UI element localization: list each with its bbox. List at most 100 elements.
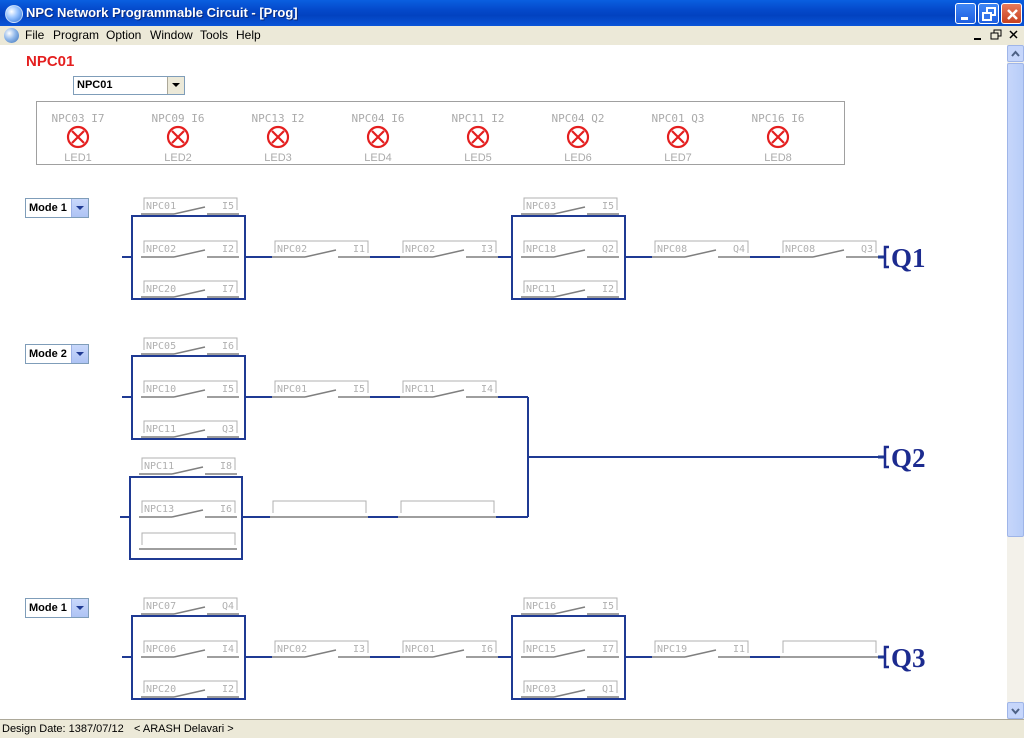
contact-npc: NPC02	[277, 244, 307, 255]
contact-frame	[143, 420, 238, 433]
empty-contact-slot[interactable]	[139, 532, 237, 550]
contact-blade	[173, 346, 206, 355]
rung2-mode-button[interactable]	[71, 345, 88, 363]
title-bar[interactable]: NPC Network Programmable Circuit - [Prog…	[0, 0, 1024, 26]
empty-contact-slot[interactable]	[270, 500, 368, 518]
coil-output[interactable]: Q1	[891, 243, 926, 273]
minimize-button[interactable]	[955, 3, 976, 24]
contact-blade	[684, 249, 717, 258]
coil-bracket	[883, 645, 889, 669]
led-off-icon	[266, 125, 290, 149]
document-icon[interactable]	[4, 28, 19, 43]
contact-blade	[553, 649, 586, 658]
contact-frame	[143, 197, 238, 210]
menu-program[interactable]: Program	[53, 28, 100, 42]
led-off-icon	[466, 125, 490, 149]
node-select-button[interactable]	[167, 77, 184, 94]
close-button[interactable]	[1001, 3, 1022, 24]
chevron-down-icon	[1011, 708, 1020, 715]
author-label: < ARASH Delavari >	[134, 723, 234, 735]
rung2-mode-select[interactable]: Mode 2	[25, 344, 89, 364]
contact-npc: NPC02	[405, 244, 435, 255]
child-minimize-icon[interactable]	[970, 27, 986, 43]
contact-blade	[173, 689, 206, 698]
contact-npc: NPC13	[144, 504, 174, 515]
contact-frame	[143, 597, 238, 610]
contact-frame	[782, 240, 877, 253]
contact-frame	[523, 640, 618, 653]
contact-blade	[173, 649, 206, 658]
child-close-icon[interactable]	[1006, 27, 1022, 43]
contact-frame	[143, 280, 238, 293]
child-restore-icon[interactable]	[988, 27, 1004, 43]
contact-blade	[173, 606, 206, 615]
contact-frame	[141, 532, 236, 545]
contact-io: I2	[222, 244, 234, 255]
scroll-down-button[interactable]	[1007, 702, 1024, 719]
vertical-scrollbar[interactable]	[1007, 45, 1024, 719]
contact-frame	[143, 640, 238, 653]
contact-npc: NPC20	[146, 684, 176, 695]
menu-tools[interactable]: Tools	[200, 28, 229, 42]
contact-npc: NPC01	[146, 201, 176, 212]
scroll-up-button[interactable]	[1007, 45, 1024, 62]
rung3-mode-select[interactable]: Mode 1	[25, 598, 89, 618]
rung1-mode-select[interactable]: Mode 1	[25, 198, 89, 218]
coil-output[interactable]: Q3	[891, 643, 926, 673]
coil-bracket	[883, 245, 889, 269]
contact-blade	[173, 206, 206, 215]
empty-contact-slot[interactable]	[398, 500, 496, 518]
led-source: NPC13 I2	[251, 112, 305, 125]
menu-option[interactable]: Option	[106, 28, 142, 42]
menu-window[interactable]: Window	[150, 28, 193, 42]
rung3-mode-button[interactable]	[71, 599, 88, 617]
contact-npc: NPC19	[657, 644, 687, 655]
contact-io: I7	[222, 284, 234, 295]
restore-button[interactable]	[978, 3, 999, 24]
scroll-thumb[interactable]	[1007, 63, 1024, 537]
contact-frame	[523, 680, 618, 693]
contact-npc: NPC01	[277, 384, 307, 395]
parallel-branch	[129, 476, 243, 560]
led-label: LED3	[264, 152, 292, 164]
coil-output[interactable]: Q2	[891, 443, 926, 473]
design-date: Design Date: 1387/07/12	[2, 723, 124, 735]
empty-contact-slot[interactable]	[780, 640, 878, 658]
menu-help[interactable]: Help	[236, 28, 261, 42]
rung1-mode-button[interactable]	[71, 199, 88, 217]
contact-blade	[432, 389, 465, 398]
contact-frame	[143, 337, 238, 350]
menu-file[interactable]: File	[25, 28, 45, 42]
node-select[interactable]: NPC01	[73, 76, 185, 95]
led-off-icon	[766, 125, 790, 149]
contact-io: Q4	[222, 601, 234, 612]
chevron-down-icon	[172, 83, 180, 87]
contact-blade	[304, 649, 337, 658]
